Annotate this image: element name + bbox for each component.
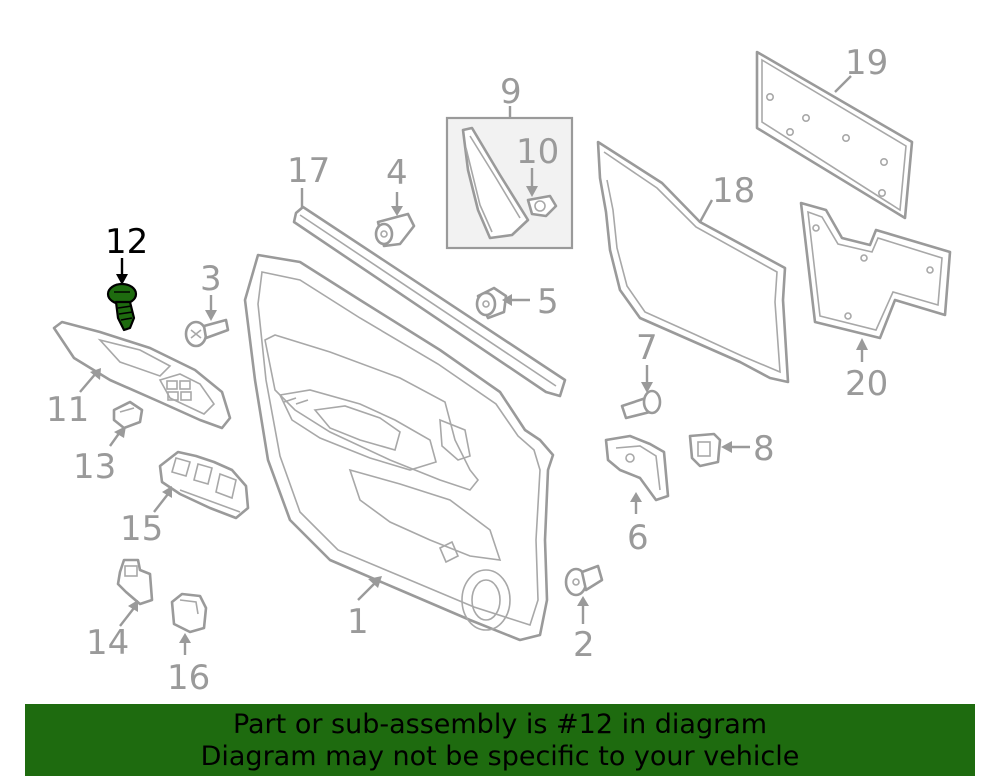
leader-18 [698, 199, 714, 223]
banner-line-2: Diagram may not be specific to your vehi… [200, 741, 800, 772]
leader-1 [357, 581, 377, 601]
part-15-switch-assembly [158, 450, 250, 520]
leader-14 [119, 607, 135, 627]
label-5: 5 [537, 282, 559, 322]
label-6: 6 [627, 518, 649, 558]
part-5-grommet [475, 286, 508, 320]
info-banner: Part or sub-assembly is #12 in diagram D… [25, 704, 975, 776]
label-4: 4 [386, 153, 408, 193]
part-12-screw-highlighted [106, 282, 138, 332]
part-19-panel [755, 50, 914, 220]
part-3-screw [184, 318, 230, 348]
parts-diagram: 19 20 18 9 10 17 [46, 43, 952, 698]
part-4-clip [374, 212, 416, 248]
label-12: 12 [105, 222, 148, 262]
label-9: 9 [500, 72, 522, 112]
part-18-watershield [596, 140, 790, 384]
part-7-screw [620, 389, 662, 420]
part-9-box [445, 116, 574, 250]
part-2-push-pin [564, 564, 604, 597]
label-2: 2 [573, 625, 595, 665]
label-18: 18 [712, 171, 755, 211]
part-16-switch [170, 592, 208, 634]
label-17: 17 [287, 151, 330, 191]
part-11-switch-bezel [52, 320, 232, 430]
label-8: 8 [753, 429, 775, 469]
label-15: 15 [120, 509, 163, 549]
part-8-clip-nut [688, 432, 722, 468]
part-20-insulator [799, 201, 952, 340]
label-11: 11 [46, 390, 89, 430]
label-10: 10 [516, 132, 559, 172]
part-13-clip [112, 400, 144, 430]
leader-15 [153, 493, 169, 513]
banner-line-1: Part or sub-assembly is #12 in diagram [232, 709, 768, 740]
label-19: 19 [845, 43, 888, 83]
label-3: 3 [200, 259, 222, 299]
part-6-bracket [604, 434, 670, 502]
label-16: 16 [167, 658, 210, 698]
label-20: 20 [845, 364, 888, 404]
label-13: 13 [73, 447, 116, 487]
arrow-12 [116, 274, 128, 285]
part-14-switch [116, 558, 154, 606]
part-10-clip [526, 194, 558, 218]
leader-11 [79, 371, 98, 393]
part-1-door-panel [243, 253, 555, 642]
leader-19 [834, 75, 852, 93]
label-7: 7 [636, 328, 658, 368]
label-1: 1 [347, 602, 369, 642]
label-14: 14 [86, 623, 129, 663]
